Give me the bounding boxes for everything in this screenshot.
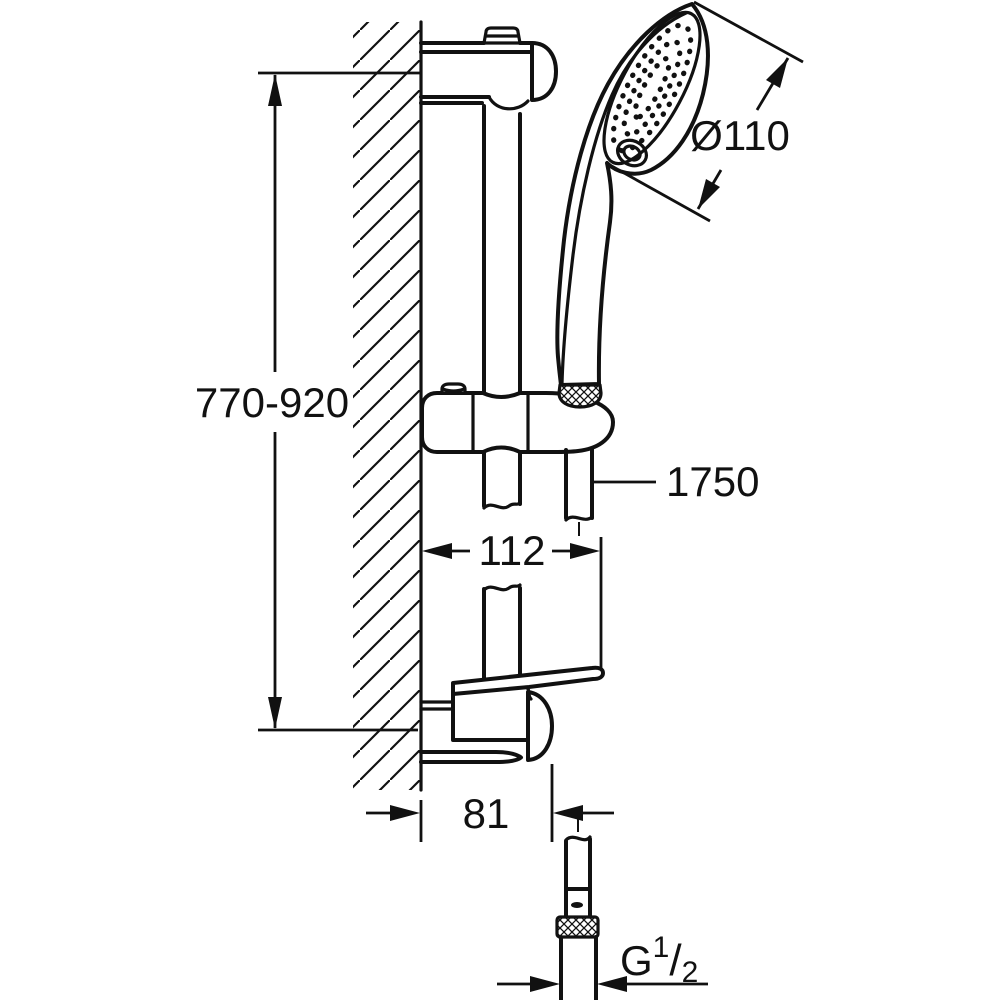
rail-mid-segment — [482, 450, 522, 508]
top-wall-bracket — [419, 26, 558, 111]
rail-upper-segment — [482, 104, 522, 395]
dimension-thread: G1/2 — [497, 931, 708, 992]
bottom-bracket-base-bar — [419, 750, 523, 764]
connector-detail-dash — [571, 902, 583, 908]
dimension-rail-height-label: 770-920 — [195, 379, 349, 426]
arrowhead-right — [597, 976, 627, 992]
spray-nozzle-row-mid — [621, 38, 683, 138]
dimension-hose-length: 1750 — [592, 458, 759, 505]
spray-face-ring-inner — [622, 144, 642, 162]
hose-connector — [564, 887, 592, 919]
arrowhead-right — [570, 543, 600, 559]
arrowhead-left — [422, 543, 452, 559]
hose-upper-lines — [564, 446, 594, 520]
bracket-end-cap — [530, 41, 558, 102]
soap-tray-plate — [451, 665, 605, 696]
handle-cone-nut — [557, 383, 603, 409]
arrowhead-down — [268, 697, 282, 729]
rail-lower-segment — [482, 586, 522, 683]
dimension-bracket-depth-label: 81 — [463, 790, 510, 837]
ext-line-b — [607, 162, 711, 223]
rail-break-lower — [482, 583, 522, 592]
bottom-bracket-body — [451, 692, 530, 742]
shower-hose-upper — [564, 446, 594, 538]
rail-holder — [420, 382, 615, 454]
thread-slash: / — [669, 936, 682, 985]
spray-face-rim — [602, 10, 702, 166]
bottom-bracket-end-cap — [526, 690, 554, 762]
arrowhead-up — [268, 74, 282, 106]
soap-tray-and-bottom-bracket — [419, 665, 605, 764]
hose-lower-break — [564, 835, 592, 842]
arrowhead-left — [390, 805, 420, 821]
hose-lower-upper-part — [564, 837, 592, 891]
holder-release-button-line — [441, 387, 466, 393]
spray-face-ring-outer — [616, 138, 648, 168]
dimension-thread-label: G1/2 — [620, 931, 698, 989]
slide-rail — [482, 104, 522, 683]
hand-shower — [555, 2, 710, 387]
hand-shower-outline — [555, 2, 710, 387]
bracket-bottom-edge — [419, 95, 491, 105]
thread-numerator: 1 — [653, 931, 670, 964]
wall-hatch — [353, 22, 421, 790]
cone-nut-knurling — [559, 385, 601, 407]
arrowhead-upper — [766, 58, 788, 88]
thread-denominator: 2 — [682, 956, 699, 989]
arrowhead-left — [530, 976, 560, 992]
dimension-holder-reach: 112 — [422, 527, 603, 668]
dimension-bracket-depth: 81 — [366, 764, 614, 842]
hose-below-nut — [559, 935, 598, 1000]
hose-upper-break — [564, 515, 594, 522]
arrowhead-right — [553, 805, 583, 821]
arrowhead-lower — [698, 179, 720, 209]
holder-seam-lines — [471, 391, 530, 454]
dimension-head-diameter-label: Ø110 — [690, 112, 790, 159]
dimension-hose-length-label: 1750 — [666, 458, 759, 505]
hose-thread-nut-knurling — [557, 917, 598, 937]
wall-section — [353, 20, 423, 792]
dimension-holder-reach-label: 112 — [479, 527, 546, 574]
dimension-head-diameter: Ø110 — [607, 0, 804, 223]
dimension-rail-height: 770-920 — [195, 71, 421, 732]
bottom-bracket-wall-arm — [419, 700, 455, 711]
bracket-rail-fillet — [487, 95, 530, 111]
spray-nozzle-row-inner — [632, 56, 672, 120]
ext-line-a — [693, 0, 804, 64]
shower-hose-lower — [555, 818, 600, 1000]
rail-break-upper — [482, 501, 522, 510]
thread-prefix: G — [620, 937, 653, 984]
